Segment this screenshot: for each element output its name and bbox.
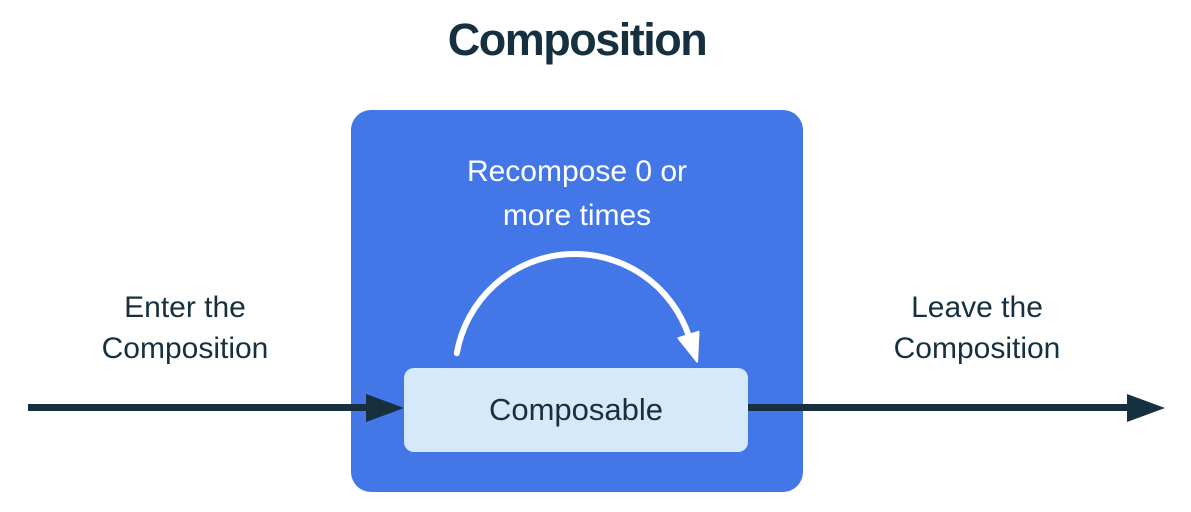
enter-composition-label: Enter the Composition <box>101 291 269 365</box>
leave-arrowhead-icon <box>1127 393 1165 422</box>
enter-flow-line <box>28 404 368 411</box>
leave-flow-line <box>748 404 1128 411</box>
composable-box: Composable <box>404 368 748 452</box>
page-title: Composition <box>447 14 708 65</box>
recompose-label-wrap: Recompose 0 or more times <box>351 150 803 238</box>
leave-composition-label: Leave the Composition <box>893 291 1061 365</box>
composable-label: Composable <box>488 392 664 427</box>
enter-arrowhead-icon <box>366 393 404 422</box>
recompose-label: Recompose 0 or more times <box>466 155 688 232</box>
loop-arrow-icon <box>453 251 700 363</box>
